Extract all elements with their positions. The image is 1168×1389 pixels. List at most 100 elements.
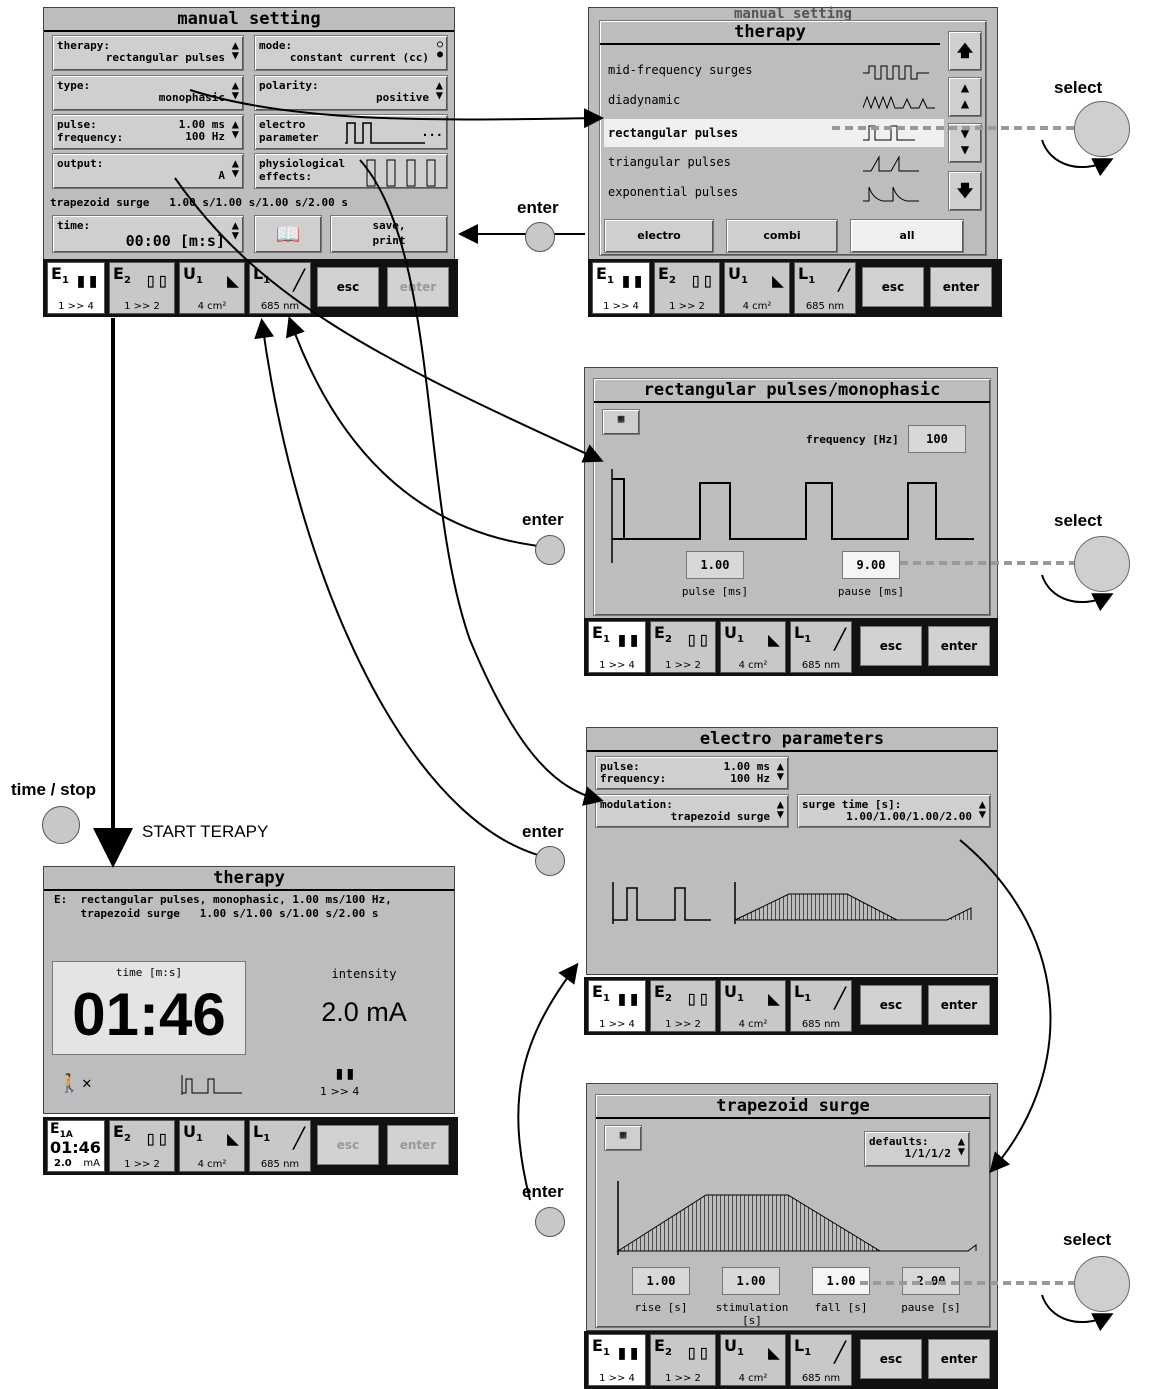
list-item[interactable]: diadynamic (608, 93, 938, 117)
e1-label: E1 (592, 623, 610, 646)
keypad-button[interactable]: ▦ (604, 1125, 642, 1151)
surge-time-field[interactable]: surge time [s]: 1.00/1.00/1.00/2.00 ▲▼ (797, 794, 991, 828)
manual-setting-screen: manual setting therapy: rectangular puls… (43, 7, 455, 260)
trapezoid-wave-diagram (616, 1181, 977, 1255)
channel-u1-tile[interactable]: U1◣4 cm² (179, 262, 245, 314)
laser-probe-icon: ╱ (833, 986, 846, 1010)
surge-wave-icon (863, 65, 929, 80)
mode-field[interactable]: mode: constant current (cc) ○● (254, 35, 448, 71)
u1-label: U1 (183, 264, 203, 287)
output-field[interactable]: output: A ▲▼ (52, 153, 244, 189)
channel-e2-tile[interactable]: E2▯▯1 >> 2 (650, 621, 716, 673)
manual-book-button[interactable]: 📖 (254, 215, 322, 253)
polarity-field[interactable]: polarity: positive ▲▼ (254, 75, 448, 111)
polarity-value: positive (376, 91, 429, 104)
physiological-effects-field[interactable]: physiological effects: (254, 153, 448, 189)
select-knob[interactable] (1074, 536, 1130, 592)
channel-u1-tile[interactable]: U1◣4 cm² (720, 621, 786, 673)
select-knob[interactable] (1074, 101, 1130, 157)
channel-l1-tile[interactable]: L1╱685 nm (249, 262, 311, 314)
list-item[interactable]: exponential pulses (608, 185, 938, 209)
stimulation-input[interactable]: 1.00 (722, 1267, 780, 1295)
channel-e2-tile[interactable]: E2▯▯1 >> 2 (654, 262, 720, 314)
select-knob[interactable] (1074, 1256, 1130, 1312)
esc-button[interactable]: esc (860, 1339, 922, 1379)
therapy-status-tile[interactable]: E1A 01:46 2.0 mA (47, 1120, 105, 1172)
list-item-label: exponential pulses (608, 185, 739, 199)
time-field[interactable]: time: 00:00 [m:s] ▲▼ (52, 215, 244, 253)
channel-e1-tile[interactable]: E1▮▮1 >> 4 (592, 262, 650, 314)
list-item-selected[interactable]: rectangular pulses (604, 119, 944, 147)
radio-icon: ○● (436, 39, 443, 60)
channel-e1-tile[interactable]: E1▮▮1 >> 4 (588, 621, 646, 673)
tab-combi[interactable]: combi (726, 219, 838, 253)
esc-button[interactable]: esc (317, 1125, 379, 1165)
up-down-arrows-icon: ▲▼ (776, 797, 784, 821)
keypad-button[interactable]: ▦ (602, 409, 640, 435)
pulse-input[interactable]: 1.00 (686, 551, 744, 579)
polarity-label: polarity: (259, 79, 319, 92)
fall-input[interactable]: 1.00 (812, 1267, 870, 1295)
save-print-button[interactable]: save, print (330, 215, 448, 253)
channel-e2-tile[interactable]: E2▯▯1 >> 2 (109, 262, 175, 314)
time-stop-knob[interactable] (42, 806, 80, 844)
channel-l1-tile[interactable]: L1╱685 nm (794, 262, 856, 314)
pause-input[interactable]: 2.00 (902, 1267, 960, 1295)
enter-knob[interactable] (535, 846, 565, 876)
channel-u1-tile[interactable]: U1◣4 cm² (724, 262, 790, 314)
scroll-page-up-button[interactable]: ▲▲ (948, 77, 982, 117)
channel-e2-tile[interactable]: E2▯▯1 >> 2 (650, 1334, 716, 1386)
time-value: 00:00 [m:s] (125, 232, 225, 250)
esc-button[interactable]: esc (862, 267, 924, 307)
channel-u1-tile[interactable]: U1◣4 cm² (179, 1120, 245, 1172)
scroll-top-button[interactable]: 🡅 (948, 31, 982, 71)
tab-electro[interactable]: electro (604, 219, 714, 253)
enter-button[interactable]: enter (928, 1339, 990, 1379)
list-item[interactable]: mid-frequency surges (608, 63, 938, 87)
rise-input[interactable]: 1.00 (632, 1267, 690, 1295)
list-item[interactable]: triangular pulses (608, 155, 938, 179)
channel-e1-tile[interactable]: E1▮▮1 >> 4 (47, 262, 105, 314)
enter-button[interactable]: enter (928, 626, 990, 666)
channel-l1-tile[interactable]: L1╱685 nm (249, 1120, 311, 1172)
modulation-field[interactable]: modulation: trapezoid surge ▲▼ (595, 794, 789, 828)
scroll-bottom-button[interactable]: 🡇 (948, 171, 982, 211)
frequency-input[interactable]: 100 (908, 425, 966, 453)
modulation-value: trapezoid surge (670, 810, 770, 823)
scroll-page-down-button[interactable]: ▼▼ (948, 123, 982, 163)
enter-knob[interactable] (525, 222, 555, 252)
frequency-label: frequency [Hz] (806, 433, 899, 446)
electrodes-icon: ▮▮ (615, 627, 640, 651)
enter-button[interactable]: enter (928, 985, 990, 1025)
pulse-frequency-field[interactable]: pulse: 1.00 ms frequency: 100 Hz ▲▼ (52, 114, 244, 150)
channel-l1-tile[interactable]: L1╱685 nm (790, 980, 852, 1032)
channel-l1-tile[interactable]: L1╱685 nm (790, 621, 852, 673)
pause-input[interactable]: 9.00 (842, 551, 900, 579)
channel-e1-tile[interactable]: E1▮▮1 >> 4 (588, 1334, 646, 1386)
time-panel: time [m:s] 01:46 (52, 961, 246, 1055)
therapy-field[interactable]: therapy: rectangular pulses ▲▼ (52, 35, 244, 71)
pulse-frequency-field[interactable]: pulse: 1.00 ms frequency: 100 Hz ▲▼ (595, 756, 789, 790)
ultrasound-head-icon: ◣ (767, 986, 780, 1010)
channel-l1-tile[interactable]: L1╱685 nm (790, 1334, 852, 1386)
electrodes-icon: ▯▯ (144, 1126, 169, 1150)
tab-all[interactable]: all (850, 219, 964, 253)
esc-button[interactable]: esc (317, 267, 379, 307)
enter-button[interactable]: enter (387, 267, 449, 307)
double-arrow-down-icon: ▼▼ (960, 126, 970, 158)
esc-button[interactable]: esc (860, 626, 922, 666)
channel-e1-tile[interactable]: E1▮▮1 >> 4 (588, 980, 646, 1032)
electrodes-icon: ▮▮ (74, 268, 99, 292)
type-field[interactable]: type: monophasic ▲▼ (52, 75, 244, 111)
channel-e2-tile[interactable]: E2▯▯1 >> 2 (650, 980, 716, 1032)
enter-knob[interactable] (535, 535, 565, 565)
channel-u1-tile[interactable]: U1◣4 cm² (720, 1334, 786, 1386)
enter-button[interactable]: enter (930, 267, 992, 307)
channel-u1-tile[interactable]: U1◣4 cm² (720, 980, 786, 1032)
electro-parameter-field[interactable]: electro parameter ... (254, 114, 448, 150)
enter-button[interactable]: enter (387, 1125, 449, 1165)
channel-e2-tile[interactable]: E2▯▯1 >> 2 (109, 1120, 175, 1172)
enter-knob[interactable] (535, 1207, 565, 1237)
defaults-field[interactable]: defaults: 1/1/1/2 ▲▼ (864, 1131, 970, 1167)
esc-button[interactable]: esc (860, 985, 922, 1025)
